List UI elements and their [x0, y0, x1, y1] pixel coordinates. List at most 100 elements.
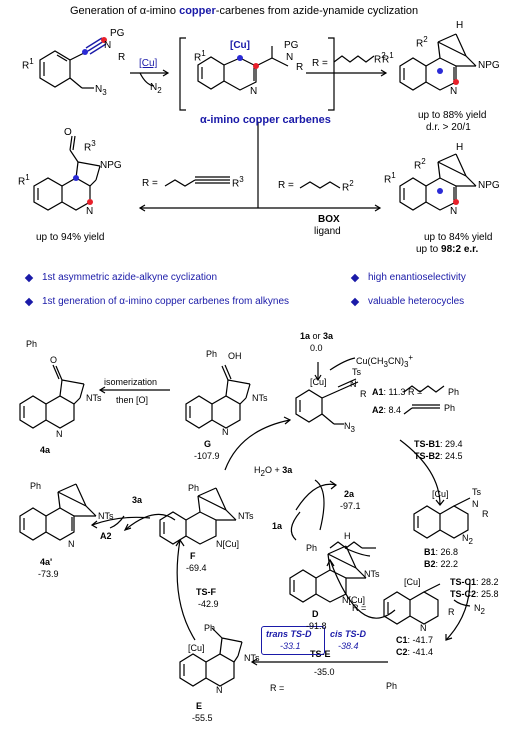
right-r1: R1 — [384, 171, 396, 186]
product-r2: R2 — [416, 35, 428, 50]
r-equals-alkene-mid: R = — [278, 180, 294, 191]
f-ph: Ph — [188, 483, 200, 493]
intermediate-pg: PG — [284, 40, 299, 51]
cis-r: R = — [352, 603, 367, 613]
ligand-label: ligand — [314, 226, 341, 237]
right-yield: up to 84% yield — [424, 232, 493, 243]
4ap-n: N — [68, 539, 75, 549]
one-a: 1a — [272, 521, 283, 531]
label-pg: PG — [110, 28, 125, 39]
two-a: 2a — [344, 489, 355, 499]
ts-b2: TS-B2: 24.5 — [414, 451, 463, 461]
h2o-3a: H2O + 3a — [254, 465, 293, 478]
intermediate-r: R — [296, 62, 304, 73]
ts-f: TS-F — [196, 587, 216, 597]
cis-ts-d-energy: -38.4 — [338, 641, 359, 651]
ts-f-energy: -42.9 — [198, 599, 219, 609]
c1-energy: C1: -41.7 — [396, 635, 434, 645]
g-ph: Ph — [206, 349, 218, 359]
e-n: N — [216, 685, 223, 695]
ts-e-energy: -35.0 — [314, 667, 335, 677]
4a-ph: Ph — [26, 339, 38, 349]
figure-title: Generation of α-imino copper-carbenes fr… — [70, 5, 419, 17]
bullet-text: 1st generation of α-imino copper carbene… — [42, 296, 290, 307]
b-ts: Ts — [472, 487, 481, 497]
e-label: E — [196, 701, 203, 711]
isomerization: isomerization — [104, 377, 158, 387]
cis-ts-d: cis TS-D — [330, 629, 367, 639]
cu-salt: Cu(CH3CN)3+ — [356, 353, 414, 369]
4ap-ph: Ph — [30, 481, 42, 491]
red-dot — [253, 63, 259, 69]
c-ring-n: N — [420, 623, 427, 633]
a1-ph: Ph — [448, 387, 460, 397]
a-r: R — [360, 389, 367, 399]
a-n: N — [350, 379, 357, 389]
start-energy: 0.0 — [310, 343, 323, 353]
blue-dot — [82, 49, 88, 55]
two-a-energy: -97.1 — [340, 501, 361, 511]
b-r: R — [482, 509, 489, 519]
trans-ts-d-box — [261, 626, 325, 655]
red-dot — [453, 79, 459, 85]
intermediate-n: N — [286, 52, 294, 63]
g-energy: -107.9 — [194, 451, 220, 461]
4ap-energy: -73.9 — [38, 569, 59, 579]
a2-byproduct: A2 — [100, 531, 112, 541]
trans-ts-d-energy: -33.1 — [280, 641, 301, 651]
ketone-r3: R3 — [84, 139, 96, 154]
a1-energy: A1: 11.3 — [372, 387, 406, 397]
a2-energy: A2: 8.4 — [372, 405, 402, 415]
e-ph: Ph — [204, 623, 216, 633]
pyrrole-n: N — [86, 206, 94, 217]
b-n2: N2 — [462, 533, 473, 546]
a2-ph: Ph — [444, 403, 456, 413]
g-oh: OH — [228, 351, 242, 361]
blue-dot — [437, 68, 443, 74]
c-cu: [Cu] — [404, 577, 421, 587]
e-energy: -55.5 — [192, 713, 213, 723]
right-h: H — [456, 142, 464, 153]
n2-loss-label: N2 — [150, 82, 162, 95]
intermediate-cu: [Cu] — [230, 40, 250, 51]
ts-e-r: R = — [270, 683, 285, 693]
pyrrole-npg: NPG — [100, 160, 122, 171]
d-nts: NTs — [364, 569, 380, 579]
c2-energy: C2: -41.4 — [396, 647, 434, 657]
a1-r-eq: R = — [408, 387, 423, 397]
product-npg: NPG — [478, 60, 500, 71]
box-ligand: BOX — [318, 214, 340, 225]
red-dot — [87, 199, 93, 205]
right-r2: R2 — [414, 157, 426, 172]
a-cu: [Cu] — [310, 377, 327, 387]
ketone-o: O — [64, 127, 72, 138]
b2-energy: B2: 22.2 — [424, 559, 459, 569]
ts-c1: TS-C1: 28.2 — [450, 577, 499, 587]
right-n: N — [450, 206, 458, 217]
g-nts: NTs — [252, 393, 268, 403]
b-cu: [Cu] — [432, 489, 449, 499]
alpha-imino-label: α-imino copper carbenes — [200, 114, 331, 126]
4a-o: O — [50, 355, 58, 365]
d-n-cu: N[Cu] — [342, 595, 366, 605]
bullet-text: valuable heterocycles — [368, 296, 465, 307]
blue-dot — [237, 55, 243, 61]
then-oxidation: then [O] — [116, 395, 149, 405]
f-energy: -69.4 — [186, 563, 207, 573]
cu-catalyst-label: [Cu] — [139, 58, 158, 69]
red-dot — [101, 37, 107, 43]
d-h: H — [344, 531, 351, 541]
right-er: up to 98:2 e.r. — [416, 244, 479, 255]
a-ts: Ts — [352, 367, 361, 377]
trans-ts-d: trans TS-D — [266, 629, 312, 639]
g-n: N — [222, 427, 229, 437]
r-equals-alkene: R = — [312, 58, 328, 69]
b-n: N — [472, 499, 479, 509]
ts-b1: TS-B1: 29.4 — [414, 439, 463, 449]
top-dr: d.r. > 20/1 — [426, 122, 471, 133]
e-cu: [Cu] — [188, 643, 205, 653]
alkyne-r3: R3 — [232, 175, 244, 190]
top-yield: up to 88% yield — [418, 110, 487, 121]
